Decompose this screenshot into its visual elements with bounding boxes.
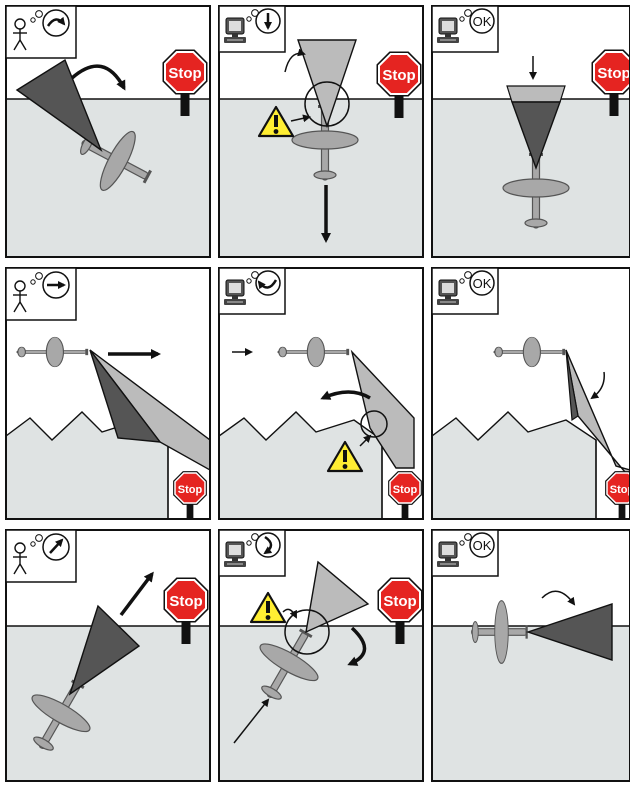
stop-sign-label: Stop xyxy=(393,484,418,496)
thought-box-computer xyxy=(219,530,285,576)
thought-box-computer: OK xyxy=(432,268,498,314)
stop-sign-label: Stop xyxy=(610,484,630,496)
thought-box-computer: OK xyxy=(432,530,498,576)
ok-label: OK xyxy=(473,14,492,29)
panel-r3c3: OK xyxy=(432,530,630,781)
computer-thinking-icon xyxy=(437,280,459,305)
thought-box-computer: OK xyxy=(432,6,498,52)
thought-box-computer xyxy=(219,268,285,314)
computer-thinking-icon xyxy=(224,280,246,305)
computer-thinking-icon xyxy=(437,18,459,43)
ok-label: OK xyxy=(473,276,492,291)
panel-r1c1: Stop xyxy=(6,6,210,257)
panel-r2c3: Stop OK xyxy=(432,268,630,521)
stop-sign-label: Stop xyxy=(382,67,415,84)
sensor-beam-light xyxy=(507,86,565,102)
stop-sign-label: Stop xyxy=(169,593,202,610)
stop-sign-label: Stop xyxy=(178,484,203,496)
panel-r3c2: Stop xyxy=(219,530,423,781)
thought-box-computer xyxy=(219,6,285,52)
thought-box-human xyxy=(6,530,76,582)
thought-box-human xyxy=(6,268,76,320)
ok-label: OK xyxy=(473,538,492,553)
computer-thinking-icon xyxy=(224,18,246,43)
panel-r1c3: Stop OK xyxy=(432,6,630,257)
ground-area xyxy=(432,412,596,519)
stop-sign-label: Stop xyxy=(168,65,201,82)
computer-thinking-icon xyxy=(224,542,246,567)
panel-r3c1: Stop xyxy=(6,530,210,781)
stop-sign-label: Stop xyxy=(597,65,630,82)
panel-r2c2: Stop xyxy=(219,268,423,521)
panel-r2c1: Stop xyxy=(6,268,210,521)
thought-box-human xyxy=(6,6,76,58)
stop-sign-label: Stop xyxy=(383,593,416,610)
panel-r1c2: Stop xyxy=(219,6,423,257)
computer-thinking-icon xyxy=(437,542,459,567)
